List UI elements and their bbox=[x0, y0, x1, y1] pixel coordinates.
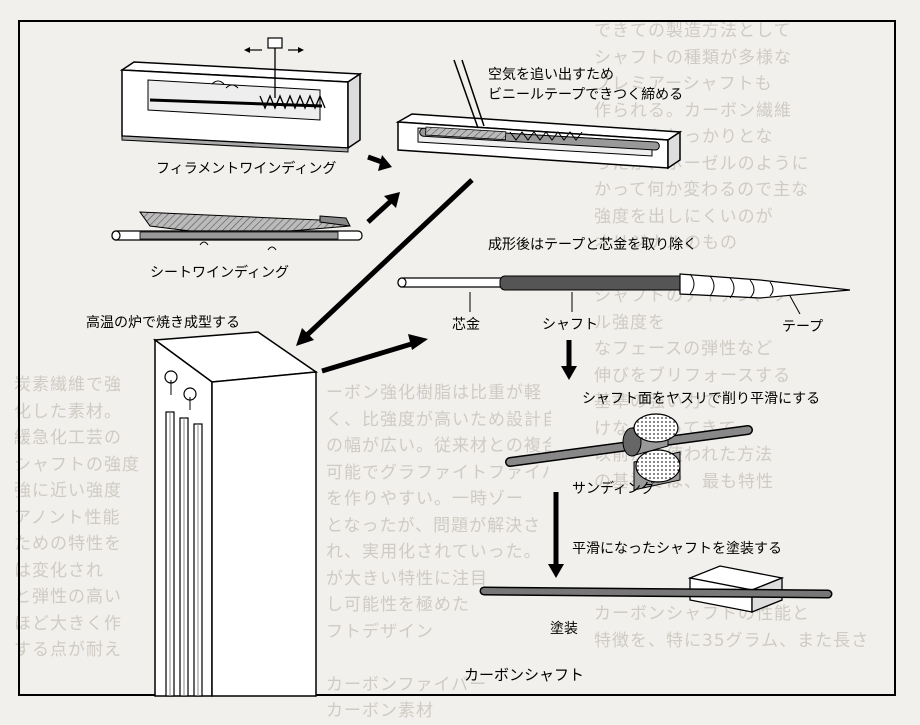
label-paint-shaft: 平滑になったシャフトを塗装する bbox=[572, 541, 782, 557]
label-mandrel: 芯金 bbox=[452, 317, 480, 333]
label-tape: テープ bbox=[782, 319, 824, 335]
arrow-tape-to-furnace bbox=[296, 178, 474, 346]
tape-wrapping-jig bbox=[395, 59, 683, 170]
furnace-illustration bbox=[152, 331, 319, 697]
label-air-out-line2: ビニールテープできつく締める bbox=[488, 87, 684, 103]
arrow-sheet-to-tape bbox=[366, 192, 400, 224]
label-file-smooth: シャフト面をヤスリで削り平滑にする bbox=[582, 391, 821, 407]
label-filament-winding: フィラメントワインディング bbox=[156, 161, 337, 177]
arrow-sanding-to-painting bbox=[548, 492, 564, 578]
label-shaft: シャフト bbox=[542, 317, 598, 333]
sheet-winding-illustration bbox=[111, 211, 363, 251]
label-sheet-winding: シートワインディング bbox=[150, 265, 290, 281]
diagram-frame bbox=[18, 20, 896, 696]
label-remove-tape: 成形後はテープと芯金を取り除く bbox=[488, 237, 698, 253]
background-text-right: できての製造方法として シャフトの種類が多様な プレミアーシャフトも 作られる。… bbox=[594, 21, 870, 651]
filament-winding-jig bbox=[119, 37, 363, 153]
label-sanding: サンディング bbox=[572, 481, 656, 497]
process-arrows bbox=[296, 154, 577, 578]
label-painting: 塗装 bbox=[550, 621, 578, 637]
shaft-with-tape-illustration bbox=[397, 273, 851, 315]
diagram-title: カーボンシャフト bbox=[464, 666, 585, 684]
label-furnace: 高温の炉で焼き成型する bbox=[86, 315, 240, 331]
background-text-left: 炭素繊維で強 化した素材。 緩急化工芸の シャフトの強度 強に近い強度 アノント… bbox=[14, 375, 140, 660]
sanding-illustration bbox=[505, 413, 753, 491]
label-air-out-line1: 空気を追い出すため bbox=[488, 67, 614, 83]
arrow-shaft-to-sanding bbox=[561, 340, 577, 380]
arrow-furnace-to-shaft bbox=[321, 334, 428, 374]
painting-illustration bbox=[479, 565, 833, 613]
background-text-middle: ーボン強化樹脂は比重が軽 く、比強度が高いため設計自 の幅が広い。従来材との複合… bbox=[326, 383, 551, 721]
arrow-filament-to-tape bbox=[367, 154, 392, 171]
